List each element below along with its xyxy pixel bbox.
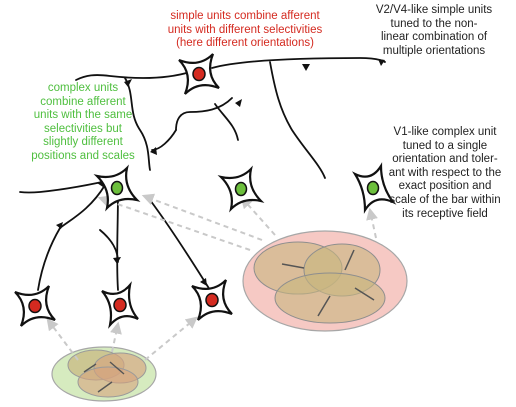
axon-right-to-bottom	[150, 200, 210, 290]
complex-unit	[221, 169, 261, 209]
nucleus-red	[193, 68, 205, 81]
arrow	[145, 318, 196, 360]
nucleus-green	[368, 182, 379, 195]
v2v4-caption: V2/V4-like simple units tuned to the non…	[356, 4, 512, 58]
axon-left-mid	[60, 185, 105, 228]
arrow	[370, 210, 376, 238]
synapse	[378, 59, 385, 66]
small-receptive-field	[52, 347, 156, 401]
simple-units-caption: simple units combine afferent units with…	[136, 10, 354, 51]
small-rf-sub	[78, 367, 138, 397]
simple-unit	[192, 280, 232, 320]
axon-top-right	[212, 58, 385, 68]
simple-unit	[102, 285, 138, 325]
nucleus-red	[114, 299, 126, 312]
nucleus-green	[112, 182, 123, 195]
v1-complex-caption: V1-like complex unit tuned to a single o…	[378, 126, 512, 221]
axon-left-bottom	[38, 228, 60, 290]
nucleus-red	[206, 294, 218, 307]
complex-units-caption: complex units combine afferent units wit…	[8, 82, 158, 164]
axon-top-left	[76, 72, 190, 80]
axon-right-down	[270, 62, 325, 178]
nucleus-red	[29, 300, 41, 313]
large-receptive-field	[243, 231, 407, 331]
synapse	[302, 64, 310, 71]
axon-branch-small	[100, 230, 118, 262]
arrow	[100, 198, 250, 250]
axon-mid-down	[215, 104, 238, 140]
arrow	[242, 198, 275, 235]
large-rf-sub	[275, 273, 385, 323]
synapse	[235, 99, 242, 107]
nucleus-green	[236, 183, 247, 196]
synapse	[113, 257, 121, 264]
